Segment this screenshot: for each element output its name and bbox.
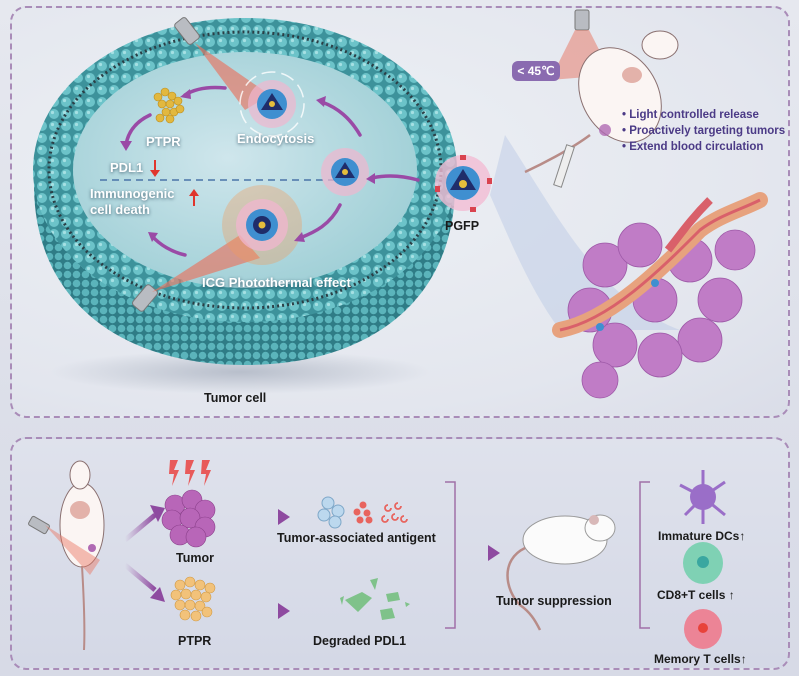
ptpr-label: PTPR <box>146 134 181 149</box>
arrowhead <box>150 587 165 602</box>
mouse-top-icon <box>524 9 679 188</box>
arrow-to-ptpr <box>123 563 157 592</box>
arrowhead <box>150 505 165 522</box>
arrow-to-tumor <box>123 513 157 542</box>
icd-up-arrow-icon <box>189 189 199 206</box>
right-bracket <box>639 481 650 629</box>
endocytosis-label: Endocytosis <box>237 131 315 146</box>
laser-bottom <box>132 235 260 312</box>
cd8-t-cells-label: CD8+T cells ↑ <box>657 588 735 602</box>
tumor-cluster-icon <box>161 489 216 548</box>
cd8-t-cell-icon <box>683 542 723 584</box>
pgfp-label: PGFP <box>445 219 480 233</box>
antigen-particles-icon <box>317 496 408 529</box>
cell-shadow <box>50 350 430 394</box>
feature-item: • Light controlled release <box>622 109 759 121</box>
feature-item: • Extend blood circulation <box>622 141 764 153</box>
arrowhead <box>488 545 500 561</box>
tumor-suppression-label: Tumor suppression <box>496 594 612 608</box>
ptpr-particles-icon <box>170 576 216 622</box>
cycle-arrowheads <box>120 89 375 242</box>
pdl1-down-arrow-icon <box>150 160 160 177</box>
dendritic-cell-icon <box>679 470 726 524</box>
immunogenic-line1: Immunogenic <box>90 186 175 201</box>
laser-lightning-icon <box>169 460 211 486</box>
tumor-vessel-icon <box>552 192 768 399</box>
cell-interior <box>73 52 417 288</box>
left-bracket <box>445 481 456 629</box>
degraded-pdl1-icon <box>340 578 410 620</box>
pgfp-nanoparticle-icon <box>435 155 492 212</box>
treated-mouse-icon <box>28 460 105 651</box>
immature-dcs-label: Immature DCs↑ <box>658 529 746 543</box>
pdl1-label: PDL1 <box>110 160 144 175</box>
tumor-cell-label: Tumor cell <box>204 391 267 405</box>
arrowhead <box>278 509 290 525</box>
photothermal-label: ICG Photothermal effect <box>202 275 351 290</box>
memory-t-cells-label: Memory T cells↑ <box>654 652 747 666</box>
immunogenic-cell-death-label: Immunogenic cell death <box>90 186 175 218</box>
memory-t-cell-icon <box>684 609 722 649</box>
arrowhead <box>278 603 290 619</box>
ptpr-cluster-icon <box>153 87 185 124</box>
nanoparticle-entering-icon <box>321 148 369 196</box>
nanoparticle-endocytosis-icon <box>239 71 305 137</box>
nanoparticle-photothermal-icon <box>222 185 302 265</box>
bottom-panel <box>10 437 790 670</box>
tumor-cell-membrane <box>33 9 768 399</box>
feature-list: • Light controlled release • Proactively… <box>622 107 785 155</box>
healthy-mouse-icon <box>506 514 616 631</box>
zoom-cone <box>490 135 680 330</box>
immunogenic-line2: cell death <box>90 202 150 217</box>
ptpr-bottom-label: PTPR <box>178 634 212 648</box>
tumor-antigen-label: Tumor-associated antigent <box>277 531 436 545</box>
temperature-badge: < 45℃ <box>512 61 560 81</box>
degraded-pdl1-label: Degraded PDL1 <box>313 634 407 648</box>
tumor-label: Tumor <box>176 551 214 565</box>
feature-item: • Proactively targeting tumors <box>622 125 786 137</box>
